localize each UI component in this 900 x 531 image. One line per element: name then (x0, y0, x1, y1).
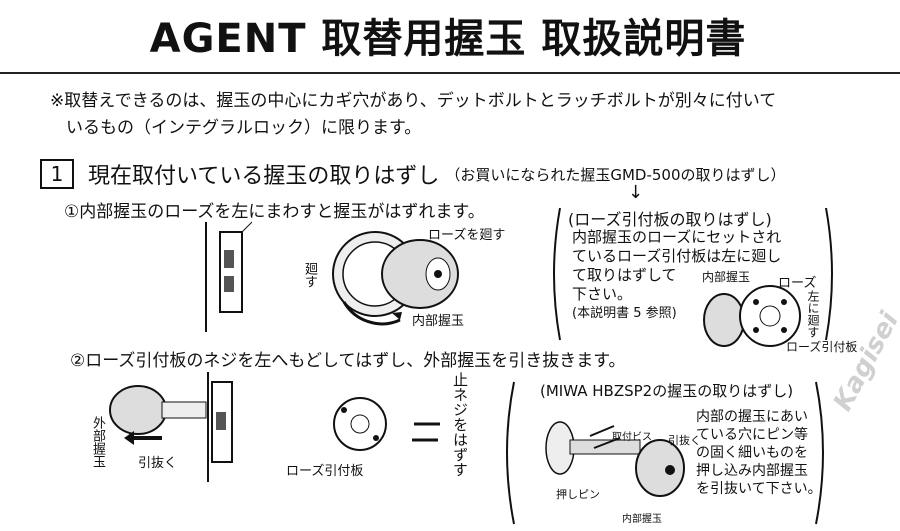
note-line-2: いるもの（インテグラルロック）に限ります。 (66, 118, 422, 138)
compatibility-note: ※取替えできるのは、握玉の中心にカギ穴があり、デットボルトとラッチボルトが別々に… (50, 88, 776, 142)
label-turn: 廻す (302, 262, 317, 288)
box-2-line: ている穴にピン等 (696, 427, 808, 443)
box-2-title: (MIWA HBZSP2の握玉の取りはずし) (540, 382, 794, 400)
label-left-turn: 左に廻す (806, 290, 820, 338)
label-rotate-rose: ローズを廻す (428, 228, 506, 243)
box-1-line: (本説明書 5 参照) (572, 306, 677, 321)
door-lock-illustration-1 (205, 221, 253, 332)
note-line-1: ※取替えできるのは、握玉の中心にカギ穴があり、デットボルトとラッチボルトが別々に… (50, 91, 777, 111)
box-1-title: (ローズ引付板の取りはずし) (568, 210, 772, 229)
title-rule (0, 72, 900, 74)
box-1-brackets (553, 207, 833, 341)
inner-knob-illustration (332, 231, 459, 326)
label-rose-plate-box1: ローズ引付板 (786, 340, 858, 354)
box-2-line: 内部の握玉にあい (696, 409, 808, 425)
document-title: AGENT 取替用握玉 取扱説明書 (149, 16, 747, 62)
label-remove-screw: 止ネジをはずす (451, 372, 469, 477)
label-outer-knob: 外部握玉 (90, 416, 105, 468)
section-title: 現在取付いている握玉の取りはずし (88, 164, 440, 189)
step-2-text: ②ローズ引付板のネジを左へもどしてはずし、外部握玉を引き抜きます。 (70, 351, 626, 371)
label-pull-box2: 引抜く (668, 434, 701, 447)
label-inner-knob-box2: 内部握玉 (622, 514, 662, 525)
label-pull: 引抜く (138, 456, 178, 471)
section-1-heading: 1 現在取付いている握玉の取りはずし （お買いになられた握玉GMD-500の取り… (40, 158, 786, 190)
section-subtitle: （お買いになられた握玉GMD-500の取りはずし） (445, 165, 786, 184)
label-inner-knob-1: 内部握玉 (412, 314, 465, 329)
box-1-line: ているローズ引付板は左に廻し (572, 247, 782, 265)
label-rose-plate-2: ローズ引付板 (286, 464, 364, 479)
label-screw-box2: 取付ビス (612, 432, 652, 443)
box-1-line: 下さい。 (572, 285, 633, 303)
box-1-line: 内部握玉のローズにセットされ (572, 228, 782, 246)
label-rose: ローズ (778, 276, 817, 291)
rose-plate-illustration (703, 285, 801, 347)
section-number: 1 (40, 159, 74, 189)
arrow-down-icon: ↓ (628, 182, 644, 203)
miwa-knob-illustration (545, 421, 685, 497)
rose-plate-screw-illustration (333, 397, 440, 451)
label-pin: 押しピン (556, 488, 600, 501)
box-2-line: を引抜いて下さい。 (696, 481, 822, 497)
box-2-body: 内部の握玉にあい ている穴にピン等 の固く細いものを 押し込み内部握玉 を引抜い… (696, 408, 822, 498)
box-1-line: て取りはずして (572, 266, 677, 284)
box-2-line: 押し込み内部握玉 (696, 463, 808, 479)
watermark: Kagisei (828, 307, 900, 417)
outer-knob-illustration (109, 372, 233, 482)
box-2-brackets (506, 381, 824, 525)
box-1-body: 内部握玉のローズにセットされ ているローズ引付板は左に廻し て取りはずして 下さ… (572, 228, 781, 323)
label-inner-knob-box1: 内部握玉 (702, 270, 751, 284)
box-2-line: の固く細いものを (696, 445, 808, 461)
step-1-text: ①内部握玉のローズを左にまわすと握玉がはずれます。 (64, 202, 485, 222)
